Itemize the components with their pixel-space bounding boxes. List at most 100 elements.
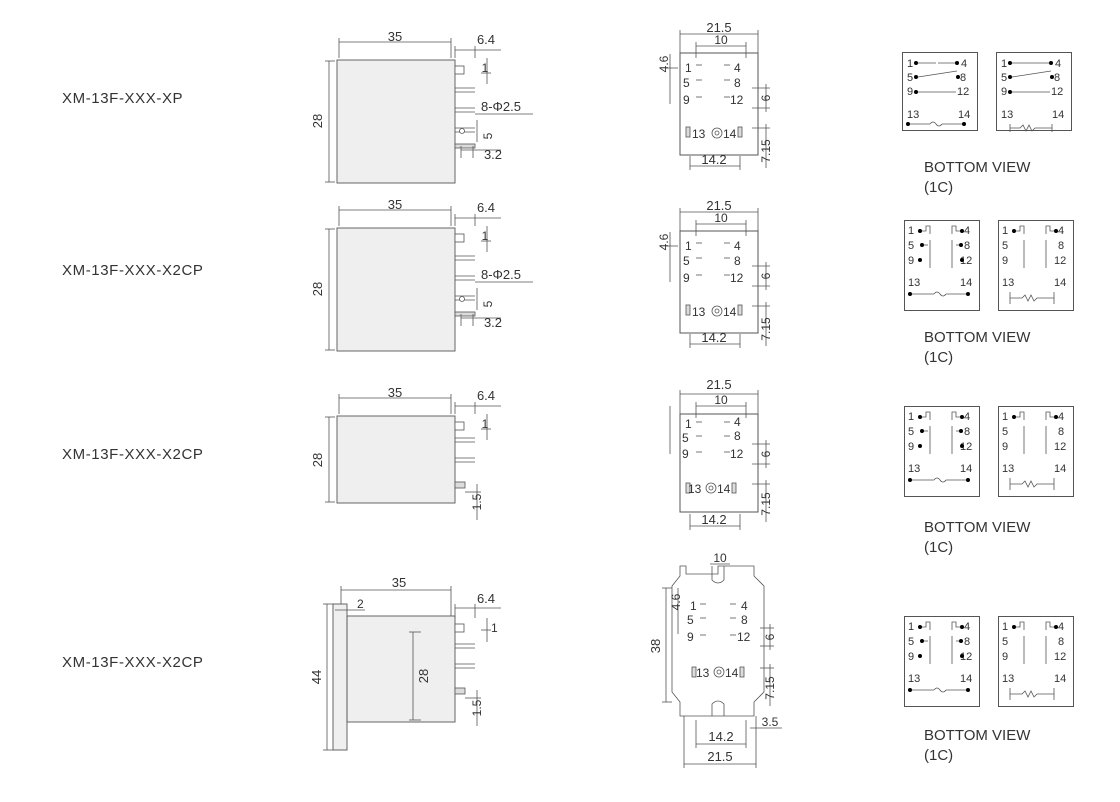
bottom-left-panel <box>902 52 978 131</box>
dim-base-width: 21.5 <box>706 198 731 213</box>
pin-label: 5 <box>683 254 690 268</box>
pin-label: 9 <box>1001 86 1007 98</box>
model-label: XM-13F-XXX-XP <box>62 90 184 107</box>
dim-base-width: 21.5 <box>706 20 731 35</box>
pin-label: 4 <box>1058 621 1064 633</box>
pin-label: 4 <box>1055 58 1061 70</box>
pin-label: 5 <box>1001 72 1007 84</box>
dim-width: 35 <box>388 197 402 212</box>
dim-1-5: 1.5 <box>470 699 484 716</box>
pin-label: 13 <box>1001 109 1013 121</box>
pin-label: 8 <box>964 426 970 438</box>
relay-body <box>336 415 456 504</box>
pin-label: 9 <box>687 630 694 644</box>
pin-label: 13 <box>908 277 920 289</box>
pin-label: 8 <box>734 429 741 443</box>
pin-label: 5 <box>682 431 689 445</box>
dim-base-width: 21.5 <box>707 749 732 764</box>
side-view-drawing: 35 6.4 28 1 1.5 <box>310 385 501 520</box>
pin-label: 4 <box>1058 411 1064 423</box>
dim-thickness: 1 <box>482 417 489 431</box>
pin-label: 14 <box>958 109 970 121</box>
pin-label: 9 <box>682 447 689 461</box>
bottom-right-panel <box>998 220 1074 311</box>
pin-label: 9 <box>683 271 690 285</box>
pin-label: 5 <box>1002 636 1008 648</box>
pin-label: 8 <box>741 613 748 627</box>
pin-label: 8 <box>960 72 966 84</box>
relay-body <box>336 227 456 352</box>
pin-label: 14 <box>717 482 731 496</box>
pin-label: 9 <box>1002 441 1008 453</box>
bottom-right-panel <box>998 616 1074 707</box>
pin-label: 13 <box>1002 673 1014 685</box>
relay-body <box>336 59 456 184</box>
dim-inner: 10 <box>714 211 728 225</box>
bottom-view-drawing: 1 4 5 8 9 12 13 14 1 4 5 8 9 12 13 14 <box>904 406 1074 497</box>
pin-label: 1 <box>908 225 914 237</box>
pin-label: 1 <box>1002 225 1008 237</box>
relay-body <box>346 615 456 723</box>
dim-thickness: 1 <box>491 621 498 635</box>
bottom-view-drawing: 1 4 5 8 9 12 13 14 1 4 5 8 9 12 13 14 <box>904 616 1074 707</box>
dim-thickness: 1 <box>482 61 489 75</box>
pin-label: 5 <box>1002 240 1008 252</box>
dim-holes: 8-Φ2.5 <box>481 267 521 282</box>
bottom-view-drawing: 1 4 5 8 9 12 13 14 1 4 5 8 9 12 13 14 <box>902 52 1072 132</box>
dim-14-2: 14.2 <box>701 152 726 167</box>
pin-label: 9 <box>908 651 914 663</box>
pin-label: 9 <box>683 93 690 107</box>
pin-label: 1 <box>1001 58 1007 70</box>
pin-label: 1 <box>1002 411 1008 423</box>
dim-14-2: 14.2 <box>701 330 726 345</box>
base-outline <box>679 413 759 513</box>
bottom-view-title: BOTTOM VIEW <box>924 519 1031 536</box>
pin-label: 8 <box>964 636 970 648</box>
pin-label: 12 <box>960 651 972 663</box>
dim-pin-length: 6.4 <box>477 388 495 403</box>
pin-label: 14 <box>1054 673 1066 685</box>
dim-flange: 2 <box>357 597 364 611</box>
dim-5: 5 <box>481 300 495 307</box>
pin-label: 13 <box>908 463 920 475</box>
pin-label: 8 <box>1058 426 1064 438</box>
pin-label: 14 <box>723 127 737 141</box>
pin-label: 8 <box>734 254 741 268</box>
dim-thickness: 1 <box>482 229 489 243</box>
pin-label: 12 <box>730 93 744 107</box>
side-view-drawing: 35 6.4 28 1 8-Φ2.5 5 3.2 <box>310 197 533 352</box>
pin-label: 8 <box>1058 636 1064 648</box>
base-outline <box>679 52 759 156</box>
dim-inner: 10 <box>714 393 728 407</box>
dim-38: 38 <box>648 639 663 653</box>
dim-3-2: 3.2 <box>484 315 502 330</box>
pin-label: 12 <box>737 630 751 644</box>
dim-7-15: 7.15 <box>763 676 777 700</box>
dim-width: 35 <box>388 29 402 44</box>
bottom-view-title: BOTTOM VIEW <box>924 727 1031 744</box>
pin-label: 4 <box>961 58 967 70</box>
dim-7-15: 7.15 <box>759 492 773 516</box>
dim-pin-length: 6.4 <box>477 32 495 47</box>
pin-label: 9 <box>907 86 913 98</box>
bottom-left-panel <box>904 220 980 311</box>
pin-label: 5 <box>908 636 914 648</box>
dim-height: 28 <box>310 114 325 128</box>
base-outline <box>671 565 765 717</box>
base-view-drawing: 10 38 4.6 1 4 5 8 9 12 6 13 14 7.15 3.5 … <box>648 551 782 768</box>
pin-label: 1 <box>685 417 692 431</box>
bottom-view-drawing: 1 4 5 8 9 12 13 14 1 4 5 8 9 12 13 14 <box>904 220 1074 311</box>
pin-label: 13 <box>907 109 919 121</box>
pin-label: 12 <box>1054 441 1066 453</box>
base-view-drawing: 21.5 10 4.6 1 4 5 8 9 12 6 13 14 7.15 14… <box>657 198 773 348</box>
dim-6: 6 <box>759 94 773 101</box>
base-view-drawing: 21.5 10 1 4 5 8 9 12 6 13 14 7.15 14.2 <box>669 377 773 530</box>
pin-label: 12 <box>730 271 744 285</box>
pin-label: 14 <box>723 305 737 319</box>
bottom-view-title: BOTTOM VIEW <box>924 159 1031 176</box>
pin-label: 1 <box>1002 621 1008 633</box>
pin-label: 4 <box>964 621 970 633</box>
dim-width: 35 <box>388 385 402 400</box>
pin-label: 8 <box>1054 72 1060 84</box>
base-view-drawing: 21.5 10 4.6 1 4 5 8 9 12 6 13 14 7.15 14… <box>657 20 773 170</box>
